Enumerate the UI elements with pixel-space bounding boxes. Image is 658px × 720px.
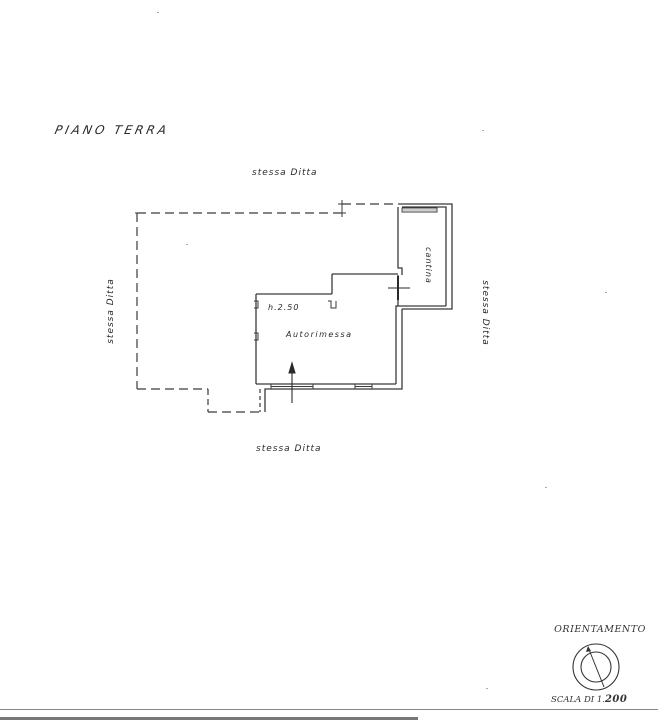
neighbor-label-left: stessa Ditta [105, 278, 116, 344]
neighbor-label-top: stessa Ditta [252, 168, 318, 178]
compass-icon [572, 643, 620, 691]
scale-label: SCALA DI 1.200 [551, 694, 627, 705]
tick-marks [135, 200, 346, 217]
scan-speck [605, 292, 607, 293]
room-label-cantina: cantina [423, 247, 433, 284]
scan-speck [545, 487, 547, 488]
scale-prefix: SCALA DI 1. [551, 695, 605, 705]
scan-speck [486, 688, 488, 689]
outline-dashed [136, 203, 402, 413]
walls [255, 203, 453, 412]
scan-speck [157, 12, 159, 13]
cantina-door-mark [388, 276, 410, 300]
garage-height-label: h.2.50 [268, 303, 300, 312]
garage-front-openings [270, 384, 373, 389]
scale-value: 200 [604, 694, 628, 705]
wall-openings [254, 300, 337, 341]
bottom-scan-band [0, 717, 418, 720]
orientation-legend: ORIENTAMENTO [545, 624, 655, 635]
entrance-arrow [288, 361, 296, 403]
drawing-title: PIANO TERRA [53, 123, 171, 137]
orientation-title: ORIENTAMENTO [554, 624, 646, 635]
neighbor-label-right: stessa Ditta [479, 280, 490, 346]
scan-speck [482, 130, 484, 131]
room-label-garage: Autorimessa [286, 330, 353, 339]
scan-speck [186, 244, 188, 245]
bottom-border-line [0, 709, 658, 710]
neighbor-label-bottom: stessa Ditta [256, 444, 322, 454]
